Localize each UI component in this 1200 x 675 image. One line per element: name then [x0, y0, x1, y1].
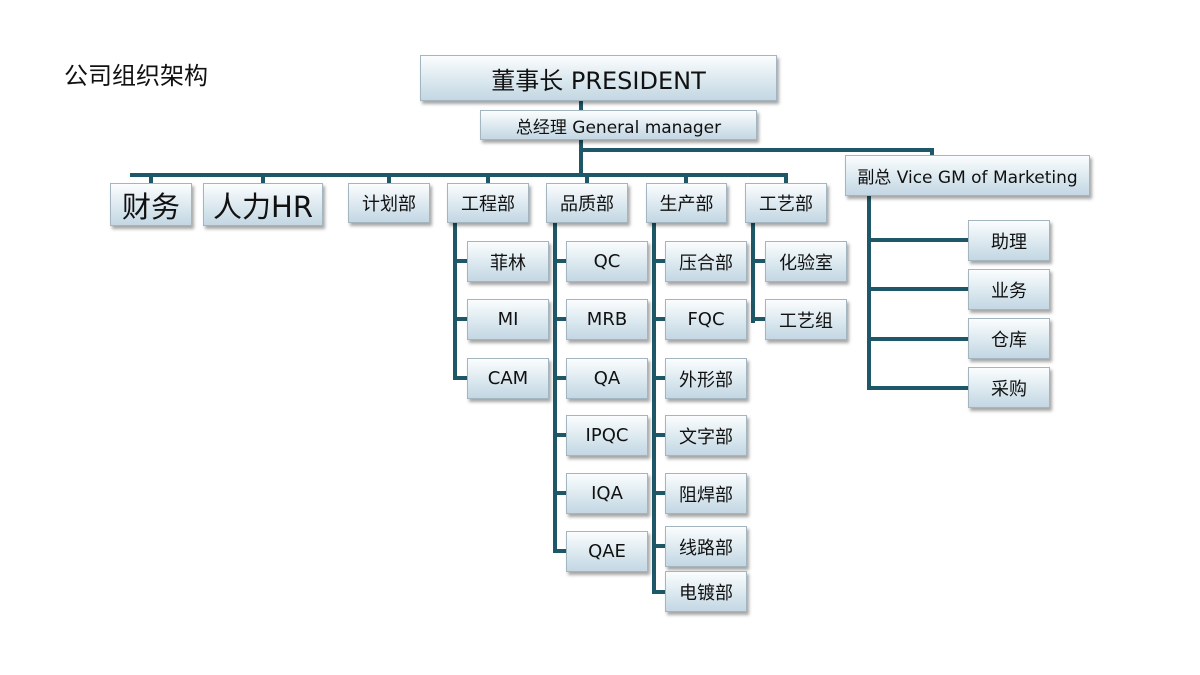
dept-planning: 计划部 [348, 183, 430, 223]
quality-child: QC [566, 241, 648, 282]
engineering-child: 菲林 [467, 241, 549, 282]
quality-child: IPQC [566, 415, 648, 456]
dept-process: 工艺部 [745, 183, 827, 223]
production-child: FQC [665, 299, 747, 340]
engineering-child: CAM [467, 358, 549, 399]
page-title: 公司组织架构 [64, 62, 208, 90]
production-child: 电镀部 [665, 571, 747, 612]
process-child: 工艺组 [765, 299, 847, 340]
vice-gm-child: 采购 [968, 367, 1050, 408]
vice-gm-child: 助理 [968, 220, 1050, 261]
dept-engineering: 工程部 [447, 183, 529, 223]
vice-gm-child: 仓库 [968, 318, 1050, 359]
process-child: 化验室 [765, 241, 847, 282]
vice-gm-child: 业务 [968, 269, 1050, 310]
production-child: 线路部 [665, 526, 747, 567]
president-box: 董事长 PRESIDENT [420, 55, 777, 101]
quality-child: IQA [566, 473, 648, 514]
quality-child: QA [566, 358, 648, 399]
engineering-child: MI [467, 299, 549, 340]
production-child: 压合部 [665, 241, 747, 282]
quality-child: QAE [566, 531, 648, 572]
production-child: 文字部 [665, 415, 747, 456]
dept-finance: 财务 [110, 183, 192, 226]
production-child: 外形部 [665, 358, 747, 399]
production-child: 阻焊部 [665, 473, 747, 514]
vice-gm-box: 副总 Vice GM of Marketing [845, 155, 1090, 196]
dept-production: 生产部 [646, 183, 727, 223]
quality-child: MRB [566, 299, 648, 340]
dept-quality: 品质部 [546, 183, 628, 223]
general-manager-box: 总经理 General manager [480, 110, 757, 140]
dept-hr: 人力HR [203, 183, 323, 226]
